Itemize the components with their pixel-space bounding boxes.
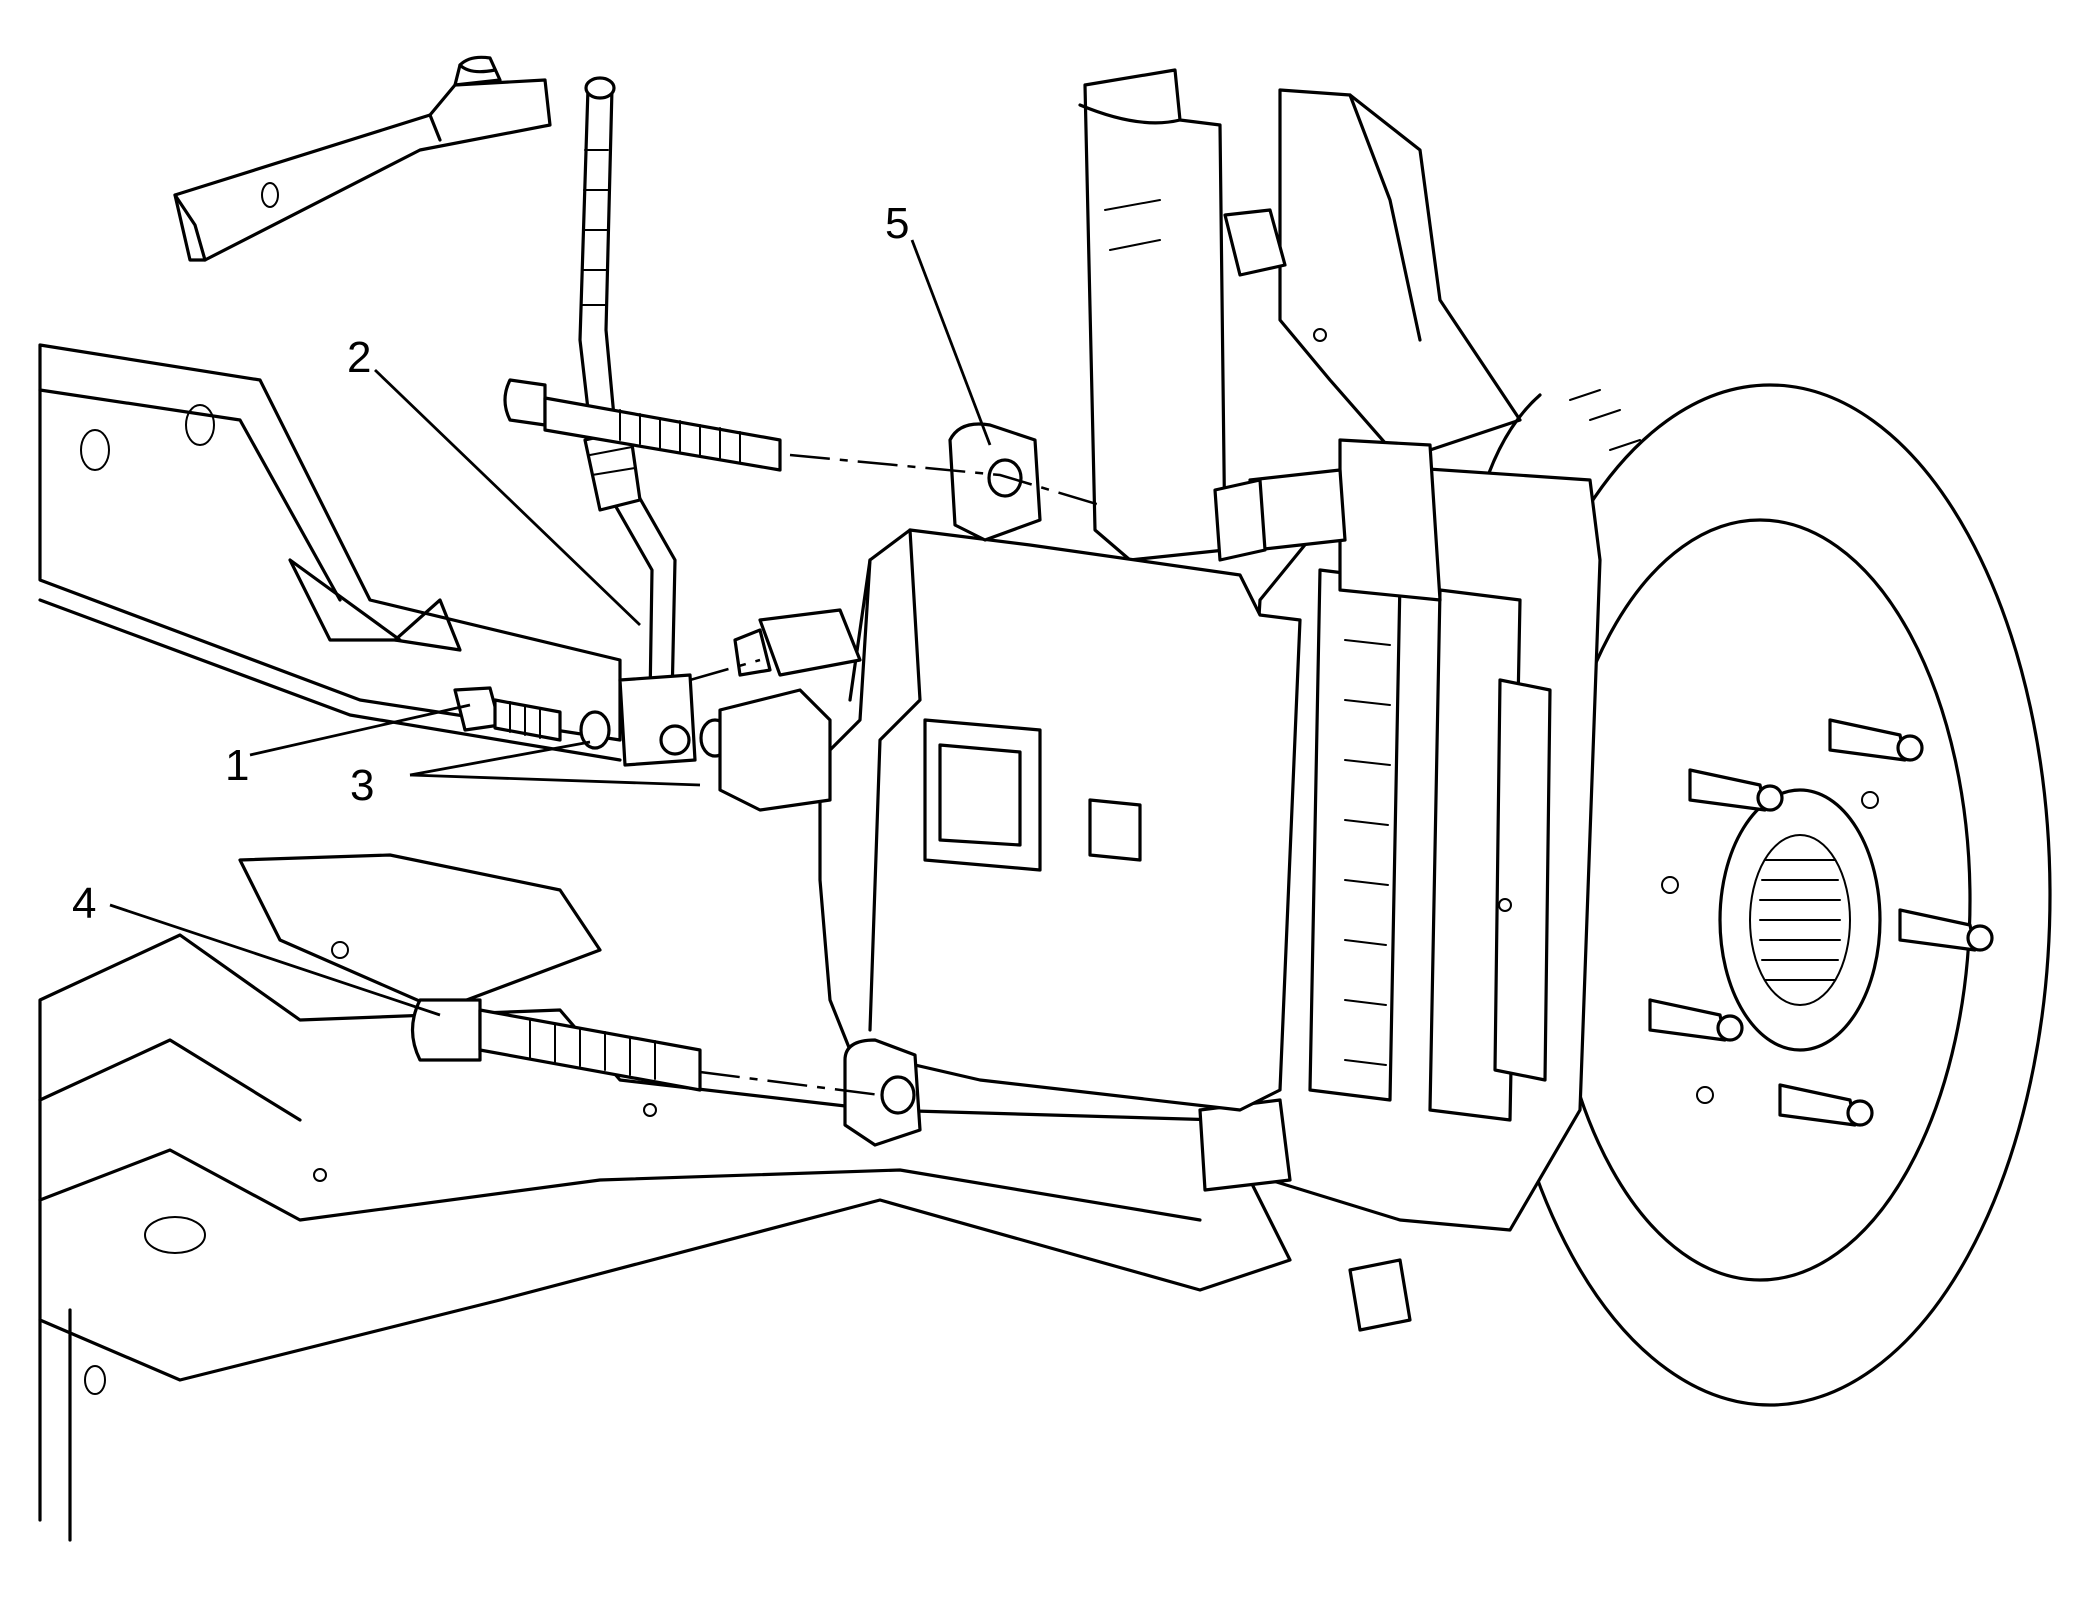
upper-guide-bolt xyxy=(503,378,782,472)
callout-2: 2 xyxy=(347,333,371,382)
callout-3: 3 xyxy=(350,761,374,810)
callout-5: 5 xyxy=(885,199,909,248)
caliper-bracket xyxy=(1198,438,1602,1332)
wheel-studs xyxy=(1648,718,1994,1127)
callout-1: 1 xyxy=(225,741,249,790)
mounting-bracket xyxy=(173,55,552,262)
banjo-fitting xyxy=(579,673,731,767)
brake-rotor xyxy=(1478,383,2052,1407)
crossmember xyxy=(38,853,1292,1542)
lower-guide-bolt xyxy=(410,998,702,1092)
callout-leaders xyxy=(109,239,992,1017)
callout-4: 4 xyxy=(72,879,96,928)
banjo-bolt xyxy=(453,686,562,742)
brake-hose xyxy=(578,76,677,702)
caliper xyxy=(718,422,1302,1147)
subframe-rail xyxy=(38,343,622,762)
steering-knuckle xyxy=(1078,68,1522,562)
